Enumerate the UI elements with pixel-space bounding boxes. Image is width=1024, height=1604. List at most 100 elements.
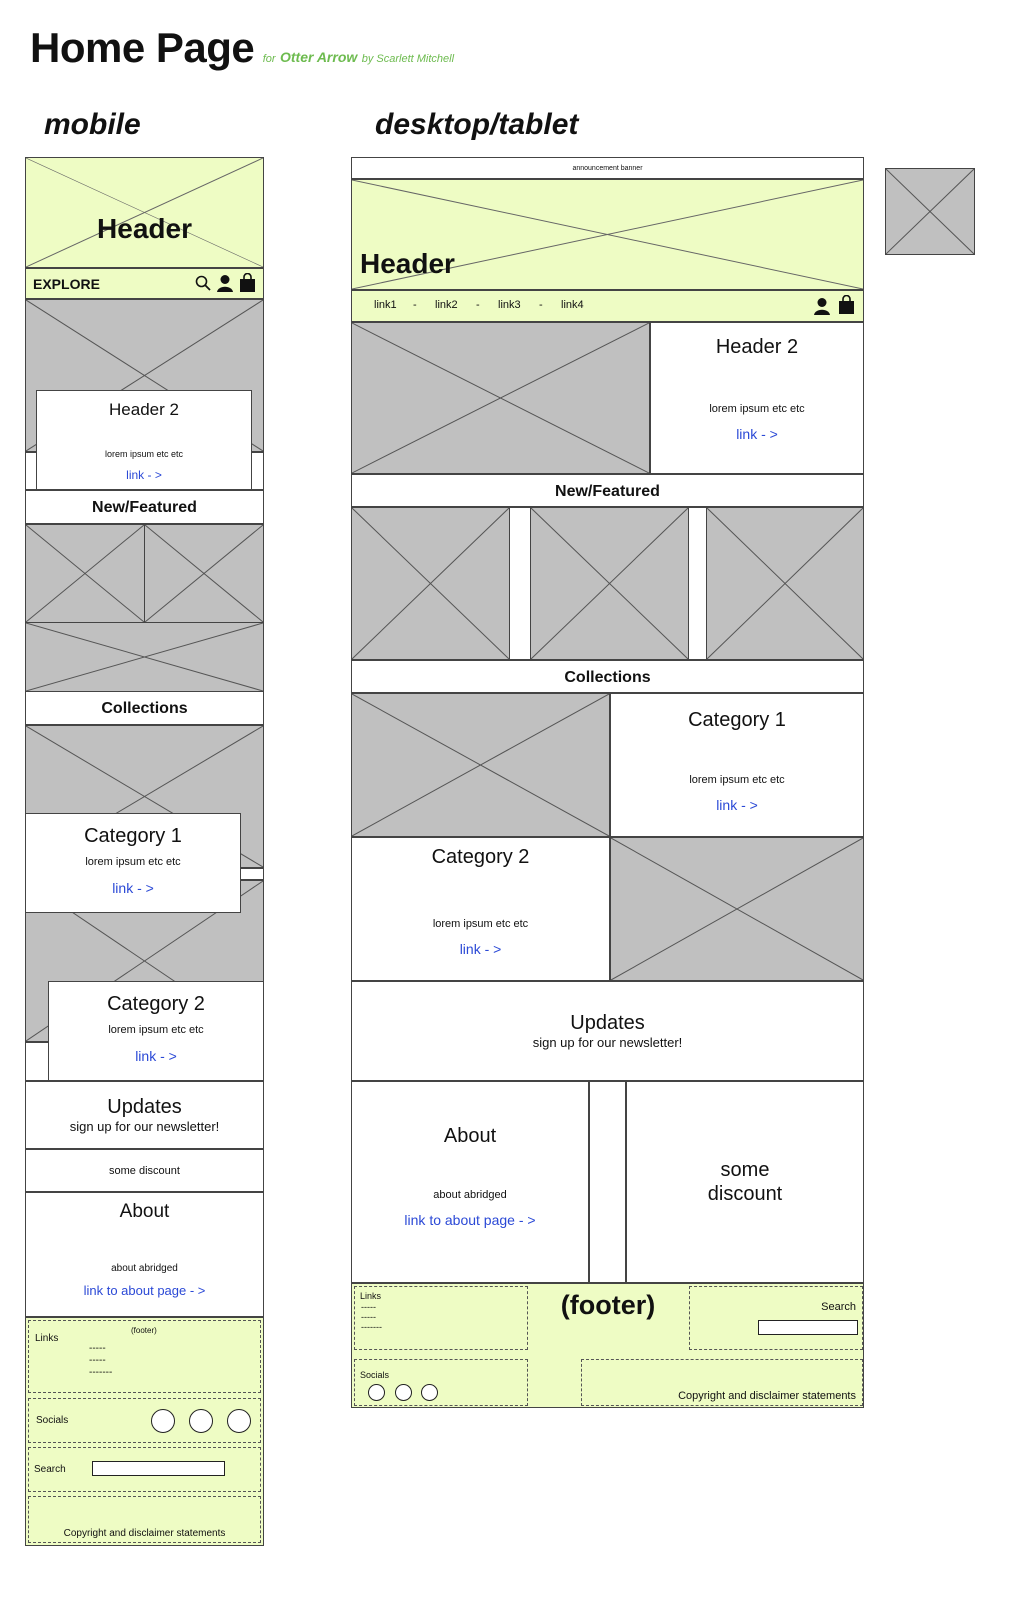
mobile-footer-links: (footer) Links ----- ----- ------- [28,1320,261,1393]
desktop-about-gap [589,1081,626,1283]
desktop-category1-body: lorem ipsum etc etc [689,774,785,786]
mobile-header: Header [25,157,264,268]
mobile-category2-spacer [25,1042,49,1081]
desktop-discount: some discount [626,1081,864,1283]
mobile-category2-card: Category 2 lorem ipsum etc etc link - > [48,981,264,1081]
desktop-featured-image-1 [351,507,510,660]
mobile-updates-subtitle[interactable]: sign up for our newsletter! [69,1119,220,1134]
desktop-category2-image [610,837,864,981]
desktop-about-link[interactable]: link to about page - > [404,1212,536,1228]
mobile-category1-link[interactable]: link - > [112,880,154,896]
desktop-hero-link[interactable]: link - > [736,426,778,442]
desktop-footer-search-label: Search [821,1301,856,1313]
desktop-updates-subtitle[interactable]: sign up for our newsletter! [532,1035,683,1050]
desktop-category2-card: Category 2 lorem ipsum etc etc link - > [351,837,610,981]
desktop-footer-link-1[interactable]: ----- [361,1302,376,1312]
mobile-category2-link[interactable]: link - > [135,1048,177,1064]
desktop-hero-title: Header 2 [715,336,799,358]
desktop-about-body: about abridged [433,1189,507,1201]
nav-link-3[interactable]: link3 [498,299,521,311]
mobile-footer-link-2[interactable]: ----- [89,1355,106,1366]
mobile-discount: some discount [25,1149,264,1192]
desktop-footer-link-2[interactable]: ----- [361,1312,376,1322]
desktop-discount-line2: discount [707,1183,783,1205]
desktop-about-title: About [443,1125,497,1147]
page-title: Home Page for Otter Arrow by Scarlett Mi… [30,24,454,72]
social-icon-3[interactable] [421,1384,438,1401]
mobile-category1-card: Category 1 lorem ipsum etc etc link - > [25,813,241,913]
mobile-search-input[interactable] [92,1461,225,1476]
social-icon-1[interactable] [151,1409,175,1433]
desktop-footer-search: Search [689,1286,863,1350]
title-main: Home Page [30,24,255,71]
bag-icon[interactable] [239,273,256,293]
mobile-footer-links-title: Links [35,1333,59,1344]
mobile-header-text: Header [97,213,192,244]
desktop-discount-line1: some [720,1159,770,1181]
desktop-hero-card: Header 2 lorem ipsum etc etc link - > [650,322,864,474]
explore-link[interactable]: EXPLORE [33,276,100,292]
user-icon[interactable] [216,274,234,292]
mobile-nav-bar: EXPLORE [25,268,264,299]
desktop-category2-body: lorem ipsum etc etc [432,918,529,930]
desktop-category1-card: Category 1 lorem ipsum etc etc link - > [610,693,864,837]
announcement-banner: announcement banner [351,157,864,179]
mobile-hero-link[interactable]: link - > [126,468,162,482]
mobile-featured-image-3 [25,622,264,692]
desktop-category1-link[interactable]: link - > [716,797,758,813]
mobile-footer-search: Search [28,1447,261,1492]
social-icon-2[interactable] [189,1409,213,1433]
mobile-footer-label: (footer) [131,1326,157,1335]
mobile-collections-title: Collections [25,691,264,725]
bag-icon[interactable] [838,295,855,315]
desktop-footer-copyright: Copyright and disclaimer statements [581,1359,863,1406]
mobile-updates: Updates sign up for our newsletter! [25,1081,264,1149]
mobile-footer-socials-label: Socials [36,1415,69,1426]
desktop-search-input[interactable] [758,1320,858,1335]
desktop-category1-title: Category 1 [688,709,786,731]
nav-separator-2: - [476,299,480,311]
desktop-featured-image-3 [706,507,864,660]
desktop-about: About about abridged link to about page … [351,1081,589,1283]
nav-separator-3: - [539,299,543,311]
mobile-footer-link-1[interactable]: ----- [89,1343,106,1354]
mobile-footer-search-label: Search [34,1464,66,1475]
nav-link-4[interactable]: link4 [561,299,584,311]
nav-separator-1: - [413,299,417,311]
search-icon[interactable] [195,275,211,291]
mobile-category2-title: Category 2 [107,993,205,1015]
mobile-category2-body: lorem ipsum etc etc [108,1024,204,1036]
desktop-footer-link-3[interactable]: ------- [361,1322,382,1332]
mobile-hero-title: Header 2 [109,400,179,419]
mobile-label: mobile [44,108,141,141]
desktop-category2-link[interactable]: link - > [459,941,502,957]
desktop-footer-links: Links ----- ----- ------- [354,1286,528,1350]
mobile-about-link[interactable]: link to about page - > [83,1283,206,1298]
nav-link-1[interactable]: link1 [374,299,397,311]
mobile-featured-image-1 [25,524,145,623]
small-image-placeholder [885,168,975,255]
desktop-footer-links-title: Links [360,1291,382,1301]
mobile-footer-copyright-text: Copyright and disclaimer statements [63,1528,226,1539]
social-icon-1[interactable] [368,1384,385,1401]
mobile-footer-link-3[interactable]: ------- [89,1367,113,1378]
desktop-footer-label: (footer) [560,1290,656,1320]
desktop-header-text: Header [360,248,455,279]
nav-link-2[interactable]: link2 [435,299,458,311]
mobile-footer-socials: Socials [28,1398,261,1443]
mobile-featured-title: New/Featured [25,490,264,524]
desktop-category2-title: Category 2 [431,846,530,868]
mobile-about: About about abridged link to about page … [25,1192,264,1317]
user-icon[interactable] [813,297,831,315]
mobile-about-title: About [119,1201,170,1222]
desktop-category1-image [351,693,610,837]
desktop-footer-socials-label: Socials [360,1370,390,1380]
social-icon-3[interactable] [227,1409,251,1433]
desktop-featured-title: New/Featured [351,474,864,507]
desktop-updates: Updates sign up for our newsletter! [351,981,864,1081]
social-icon-2[interactable] [395,1384,412,1401]
desktop-label: desktop/tablet [375,108,579,141]
mobile-category-gap [240,868,264,880]
desktop-footer-socials: Socials [354,1359,528,1406]
mobile-category1-title: Category 1 [84,825,182,847]
